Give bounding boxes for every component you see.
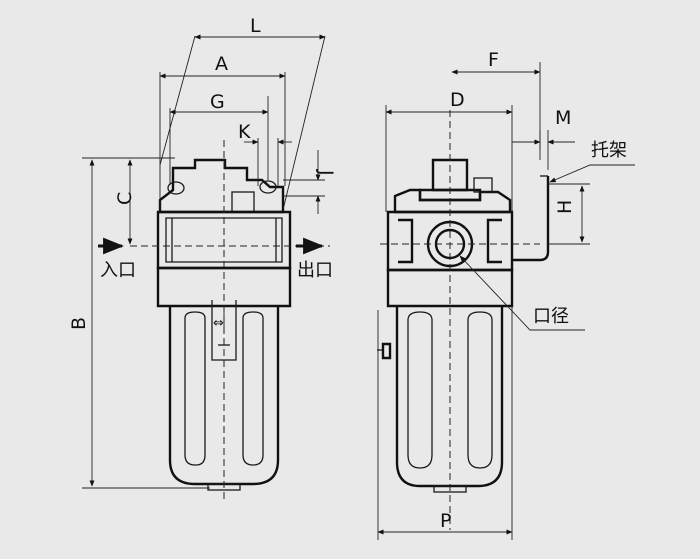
front-view: ⇔: [130, 140, 330, 500]
dim-M-label: M: [555, 107, 571, 129]
dim-L: [159, 34, 326, 211]
bracket-leader: [549, 164, 635, 183]
dim-J: [283, 150, 325, 214]
dim-P-label: P: [440, 510, 451, 532]
dim-J-label: J: [315, 169, 337, 176]
dim-D-label: D: [450, 89, 465, 111]
port-size-leader: [459, 255, 585, 331]
dim-B: [82, 157, 210, 489]
dim-M: [512, 130, 575, 170]
dim-D: [385, 105, 513, 212]
dim-G: [169, 96, 269, 185]
dim-P: [377, 306, 513, 540]
dim-H: [548, 183, 590, 245]
dim-H-label: H: [554, 200, 576, 214]
dim-K-label: K: [238, 121, 251, 143]
dim-F-label: F: [488, 49, 499, 71]
dim-F: [451, 62, 541, 150]
svg-text:⇔: ⇔: [213, 316, 224, 331]
dim-K: [244, 138, 292, 186]
side-view: [377, 110, 550, 530]
bracket-label: 托架: [591, 140, 627, 161]
dim-G-label: G: [210, 91, 225, 113]
port-size-label: 口径: [533, 306, 569, 327]
inlet-label: 入口: [100, 260, 136, 281]
dim-A-label: A: [215, 53, 228, 75]
dim-C-label: C: [114, 192, 136, 205]
dim-A: [159, 72, 286, 212]
dim-L-label: L: [250, 15, 261, 37]
dim-B-label: B: [68, 317, 90, 330]
outlet-label: 出口: [297, 260, 333, 281]
